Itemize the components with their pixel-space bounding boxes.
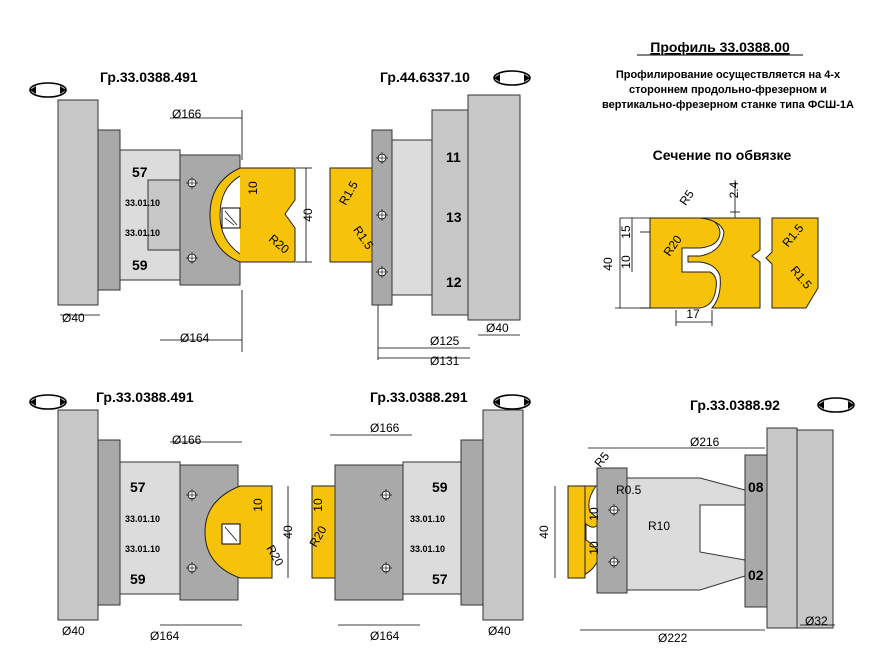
cutter-assembly-2 xyxy=(329,94,521,360)
ring-33-01-10-a: 33.01.10 xyxy=(125,198,160,208)
rotation-arrow-icon xyxy=(817,397,855,413)
group-label-1: Гр.33.0388.491 xyxy=(100,69,198,85)
cutter-assembly-4 xyxy=(311,409,524,626)
ring-33-01-10-b: 33.01.10 xyxy=(125,228,160,238)
dim-10-d: 10 xyxy=(587,507,601,521)
part-59-a: 59 xyxy=(132,257,148,273)
part-57-b: 57 xyxy=(130,479,146,495)
ring-33-01-10-d: 33.01.10 xyxy=(125,544,160,554)
section-r5: R5 xyxy=(677,187,697,208)
section-dim-2-4: 2.4 xyxy=(727,181,741,198)
description-line-2: стороннем продольно-фрезерном и xyxy=(629,84,827,96)
r10-g5: R10 xyxy=(648,519,670,533)
ring-33-01-10-e: 33.01.10 xyxy=(410,514,445,524)
dim-40-height-b: 40 xyxy=(281,525,295,539)
dim-40-c: Ø40 xyxy=(62,624,85,638)
part-59-b: 59 xyxy=(130,571,146,587)
part-12: 12 xyxy=(446,274,462,290)
cutter-assembly-1 xyxy=(57,99,312,352)
part-08: 08 xyxy=(748,479,764,495)
dim-164-a: Ø164 xyxy=(180,331,210,345)
part-13: 13 xyxy=(446,209,462,225)
dim-164-b: Ø164 xyxy=(150,629,180,643)
description-line-3: вертикально-фрезерном станке типа ФСШ-1А xyxy=(602,99,854,111)
dim-40-height-c: 40 xyxy=(537,525,551,539)
dim-40-a: Ø40 xyxy=(62,311,85,325)
rotation-arrow-icon xyxy=(493,394,531,410)
part-59-c: 59 xyxy=(432,479,448,495)
section-dim-10: 10 xyxy=(619,255,633,269)
dim-10-b: 10 xyxy=(251,498,265,512)
rotation-arrow-icon xyxy=(29,394,67,410)
profile-title: Профиль 33.0388.00 xyxy=(650,39,790,55)
dim-32: Ø32 xyxy=(805,614,828,628)
dim-166-a: Ø166 xyxy=(172,107,202,121)
section-dim-40: 40 xyxy=(601,257,615,271)
section-profile xyxy=(615,180,819,326)
section-dim-17: 17 xyxy=(686,307,700,321)
dim-40-height-a: 40 xyxy=(301,208,315,222)
part-57-a: 57 xyxy=(132,164,148,180)
group-label-3: Гр.33.0388.491 xyxy=(96,389,194,405)
description-line-1: Профилирование осуществляется на 4-х xyxy=(616,69,841,81)
r5-g5: R5 xyxy=(592,449,613,470)
r0-5-g5: R0.5 xyxy=(616,483,642,497)
dim-10-c: 10 xyxy=(311,498,325,512)
dim-10-e: 10 xyxy=(587,541,601,555)
group-label-5: Гр.33.0388.92 xyxy=(690,397,780,413)
dim-40-d: Ø40 xyxy=(488,624,511,638)
ring-33-01-10-f: 33.01.10 xyxy=(410,544,445,554)
dim-166-c: Ø166 xyxy=(370,421,400,435)
ring-33-01-10-c: 33.01.10 xyxy=(125,514,160,524)
section-dim-15: 15 xyxy=(619,225,633,239)
dim-10-a: 10 xyxy=(246,181,260,195)
group-label-2: Гр.44.6337.10 xyxy=(380,69,470,85)
section-title: Сечение по обвязке xyxy=(653,147,792,163)
part-57-c: 57 xyxy=(432,571,448,587)
part-11: 11 xyxy=(446,149,461,165)
dim-164-c: Ø164 xyxy=(370,629,400,643)
cutter-assembly-5 xyxy=(554,427,835,631)
dim-125: Ø125 xyxy=(430,334,460,348)
cutter-assembly-3 xyxy=(57,409,289,626)
rotation-arrow-icon xyxy=(493,70,531,86)
dim-222: Ø222 xyxy=(658,631,688,645)
dim-131: Ø131 xyxy=(430,354,460,368)
dim-40-b: Ø40 xyxy=(486,321,509,335)
dim-216: Ø216 xyxy=(690,435,720,449)
dim-166-b: Ø166 xyxy=(172,433,202,447)
part-02: 02 xyxy=(748,567,764,583)
group-label-4: Гр.33.0388.291 xyxy=(370,389,468,405)
rotation-arrow-icon xyxy=(29,82,67,98)
